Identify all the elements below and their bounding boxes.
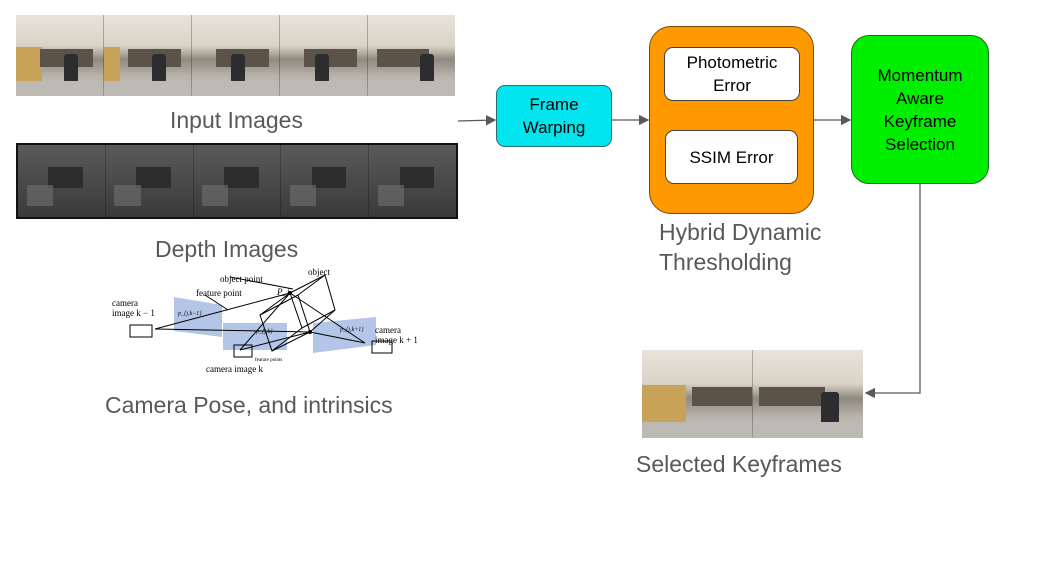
ssim-error-box: SSIM Error [665,130,798,184]
depth-images-strip [16,143,458,219]
depth-image-frame [281,145,370,217]
input-images-strip [16,15,455,96]
object-point-marker [288,291,292,295]
photometric-error-box: Photometric Error [664,47,800,101]
momentum-keyframe-box: Momentum Aware Keyframe Selection [851,35,989,184]
input-image-frame [16,15,104,96]
pj-label: P_j [276,287,290,297]
camera-pose-diagram: object point object feature point P_j ca… [110,265,455,377]
p-next-label: p_{j,k+1} [339,327,364,333]
arrow-momentum-to-keyframes [864,183,921,399]
input-image-frame [104,15,192,96]
input-image-frame [280,15,368,96]
object-point-marker [308,330,312,334]
selected-keyframes-caption: Selected Keyframes [636,451,842,477]
depth-image-frame [18,145,106,217]
p-prev-label: p_{j,k−1} [177,311,202,317]
depth-image-frame [369,145,456,217]
image-plane-current [223,323,287,350]
frame-warping-box: Frame Warping [496,85,612,147]
selected-keyframe [642,350,753,438]
input-image-frame [192,15,280,96]
camera-current-label: camera image k [206,364,263,374]
image-plane-next [313,317,376,353]
image-plane-prev [174,297,222,337]
hybrid-threshold-caption: Hybrid Dynamic Thresholding [659,219,822,275]
selected-keyframe [753,350,863,438]
object-label: object [308,267,330,277]
feature-point-label: feature point [196,288,242,298]
feature-points-label: feature points [255,358,282,363]
p-current-label: p_{j,k} [255,329,273,335]
input-image-frame [368,15,455,96]
selected-keyframes-strip [642,350,863,438]
input-images-caption: Input Images [170,107,303,133]
depth-image-frame [105,145,194,217]
arrow-inputs-to-warping [457,115,497,126]
depth-image-frame [193,145,282,217]
object-point-label: object point [220,274,263,284]
depth-images-caption: Depth Images [155,236,299,262]
camera-pose-caption: Camera Pose, and intrinsics [105,392,393,418]
